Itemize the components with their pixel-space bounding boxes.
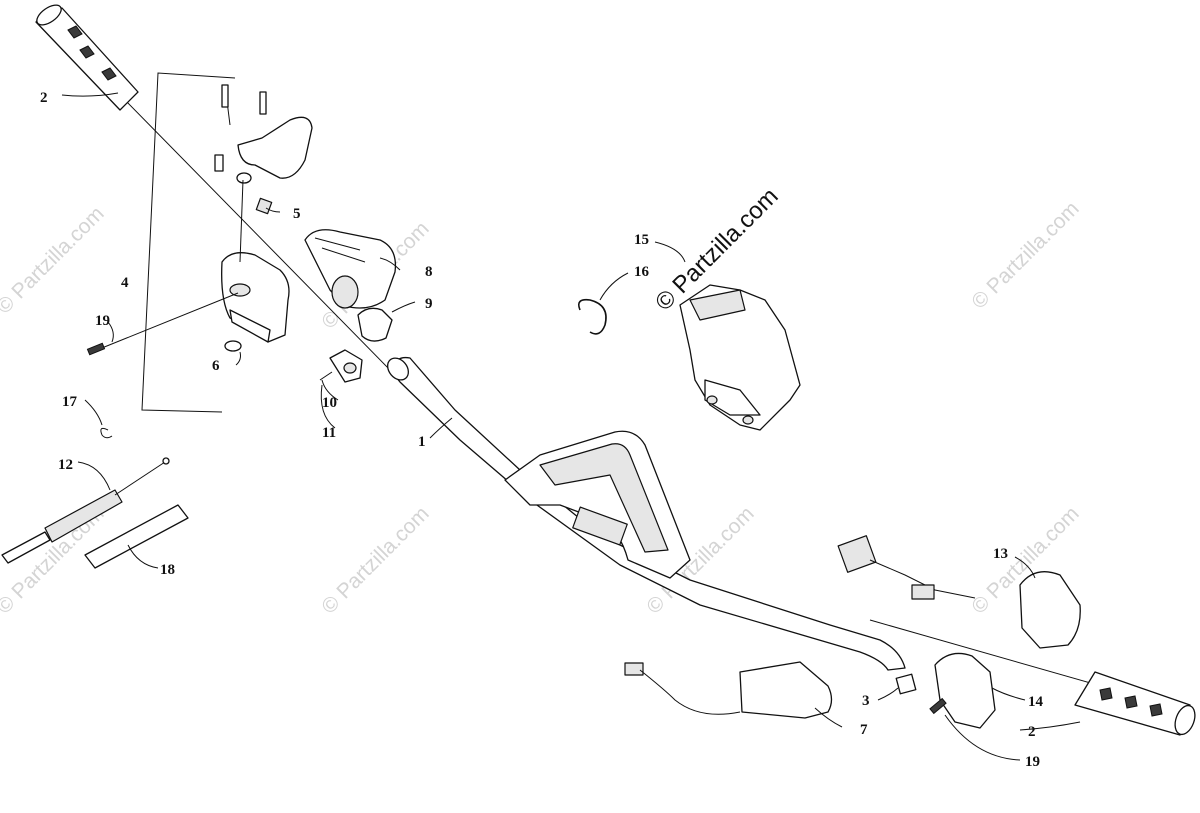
throttle-housing (221, 252, 290, 343)
callout-11: 11 (322, 425, 336, 441)
callout-17: 17 (62, 394, 78, 410)
right-screw (929, 697, 947, 715)
part-18-sleeve (84, 504, 189, 569)
part-15-bracket (679, 284, 801, 431)
throttle-cover (304, 229, 397, 309)
watermark-tile: © Partzilla.com (0, 202, 109, 318)
leader-lines (61, 92, 1081, 761)
callout-labels: 1 2 2 3 4 5 6 7 8 9 10 11 12 13 14 15 16… (40, 90, 1044, 770)
part-3-plug (895, 673, 917, 695)
throttle-lever (214, 84, 313, 263)
handlebar (387, 356, 906, 671)
callout-5: 5 (293, 206, 301, 222)
part-6-washer (224, 340, 242, 352)
part-13-switch (837, 535, 1081, 649)
callout-4: 4 (121, 275, 129, 291)
handlebar-axis-left (124, 99, 393, 373)
watermark-grid: © Partzilla.com © Partzilla.com © Partzi… (0, 197, 1084, 618)
left-screw (86, 292, 239, 356)
part-14-cover (934, 652, 996, 729)
part-17-clip (100, 427, 113, 439)
callout-13: 13 (993, 546, 1008, 562)
watermark-tile: © Partzilla.com (967, 197, 1083, 313)
callout-9: 9 (425, 296, 433, 312)
part-9-clamp (357, 307, 393, 342)
part-5-clip (255, 197, 273, 215)
callout-18: 18 (160, 562, 175, 578)
callout-19-left: 19 (95, 313, 110, 329)
callout-3: 3 (862, 693, 870, 709)
callout-12: 12 (58, 457, 73, 473)
right-grip (1074, 671, 1196, 736)
part-10-bracket (319, 349, 363, 383)
group-bracket (141, 72, 236, 413)
callout-10: 10 (322, 395, 337, 411)
callout-1: 1 (418, 434, 426, 450)
callout-16: 16 (634, 264, 650, 280)
part-12-cable (1, 457, 170, 564)
callout-2-left: 2 (40, 90, 48, 106)
watermark-tile: © Partzilla.com (317, 502, 433, 618)
callout-8: 8 (425, 264, 433, 280)
callout-7: 7 (860, 722, 868, 738)
part-7-harness (624, 661, 833, 719)
callout-15: 15 (634, 232, 649, 248)
left-grip (35, 4, 139, 111)
callout-19-right: 19 (1025, 754, 1040, 770)
callout-14: 14 (1028, 694, 1044, 710)
part-16-ring (577, 298, 607, 335)
callout-2-right: 2 (1028, 724, 1036, 740)
callout-6: 6 (212, 358, 220, 374)
